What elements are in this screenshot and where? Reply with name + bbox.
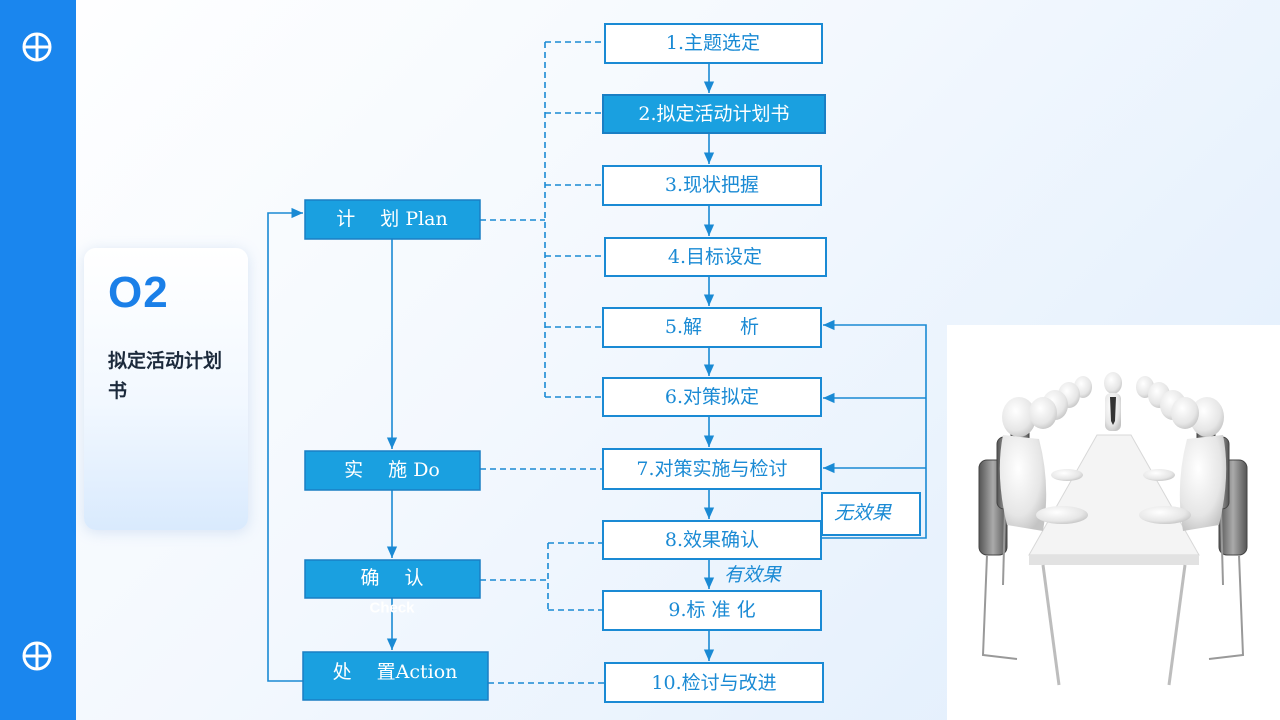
phase-label: 实 施 Do [344,459,440,481]
phase-check: 确 认 Check [304,559,481,617]
step-box: 3.现状把握 [602,165,822,206]
no-effect-box: 无效果 [821,492,921,536]
step-label: 10.检讨与改进 [651,672,776,694]
section-card: O2 拟定活动计划书 [84,248,248,530]
no-effect-label: 无效果 [834,502,892,524]
step-box: 8.效果确认 [602,520,822,560]
section-title: 拟定活动计划书 [108,350,223,402]
phase-sublabel: Check [369,600,415,617]
step-label: 9.标 准 化 [668,599,755,621]
step-box: 9.标 准 化 [602,590,822,631]
step-box: 4.目标设定 [604,237,827,277]
phase-do: 实 施 Do [304,450,481,491]
step-box: 5.解 析 [602,307,822,348]
step-box: 6.对策拟定 [602,377,822,417]
phase-label: 确 认 [360,567,423,589]
phase-plan: 计 划 Plan [304,199,481,240]
phase-action: 处 置Action [302,651,489,701]
step-label: 5.解 析 [665,316,759,338]
sidebar [0,0,76,720]
globe-icon [22,641,52,671]
step-label: 7.对策实施与检讨 [636,458,787,480]
meeting-illustration [947,325,1280,720]
effective-label: 有效果 [724,564,782,586]
step-label: 2.拟定活动计划书 [638,103,789,125]
step-box: 2.拟定活动计划书 [602,94,826,134]
step-label: 1.主题选定 [666,32,760,54]
globe-icon [22,32,52,62]
step-label: 6.对策拟定 [665,386,759,408]
step-box: 1.主题选定 [604,23,823,64]
section-number: O2 [108,268,169,317]
step-box: 7.对策实施与检讨 [602,448,822,490]
step-box: 10.检讨与改进 [604,662,824,703]
phase-label: 计 划 Plan [336,208,448,230]
connector-lines [267,41,927,684]
step-label: 3.现状把握 [665,174,759,196]
phase-label: 处 置Action [333,661,458,683]
step-label: 4.目标设定 [668,246,762,268]
step-label: 8.效果确认 [665,529,759,551]
